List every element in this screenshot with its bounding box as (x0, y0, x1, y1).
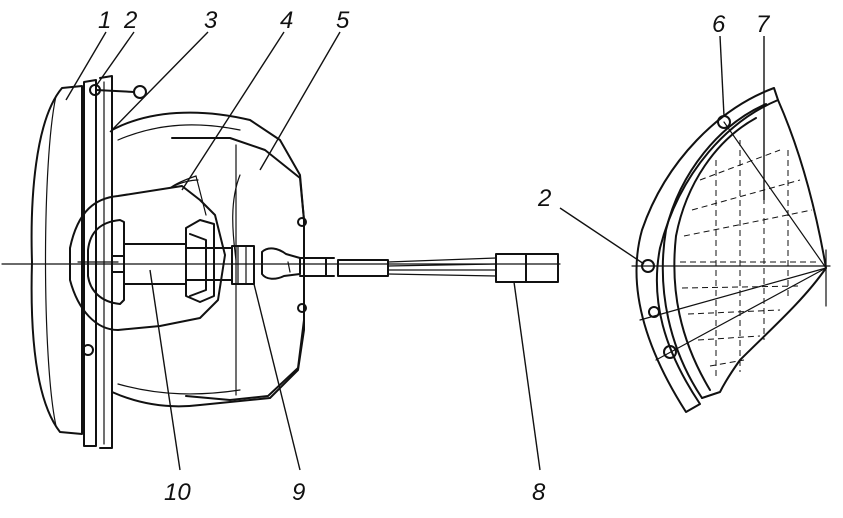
housing (171, 137, 305, 401)
reflector-bowl (111, 111, 305, 408)
callout-7: 7 (756, 11, 771, 38)
callout-9: 9 (292, 479, 305, 506)
callout-1: 1 (98, 7, 111, 34)
leader-lines (65, 31, 765, 471)
cutaway-edge (701, 99, 827, 399)
connector-8 (495, 253, 527, 283)
lens-rim (635, 87, 779, 413)
cable-sheath (337, 259, 389, 277)
callout-5: 5 (336, 7, 350, 34)
callout-8: 8 (532, 479, 546, 506)
wiring-harness (325, 253, 559, 283)
callout-2-right: 2 (537, 185, 551, 212)
headlamp-assembly (30, 75, 327, 449)
lens-front-view (631, 87, 831, 413)
callout-4: 4 (280, 7, 293, 34)
callouts: 1 2 3 4 5 2 6 7 8 9 10 (98, 7, 771, 506)
callout-6: 6 (712, 11, 726, 38)
callout-3: 3 (204, 7, 218, 34)
inner-reflector (69, 185, 226, 331)
bulb-holder (185, 219, 215, 303)
lens (30, 85, 83, 435)
callout-10: 10 (164, 479, 191, 506)
lens-prism-pattern (680, 128, 820, 380)
rim (83, 79, 97, 447)
callout-2: 2 (123, 7, 137, 34)
adjusting-screw-bottom (82, 344, 94, 356)
